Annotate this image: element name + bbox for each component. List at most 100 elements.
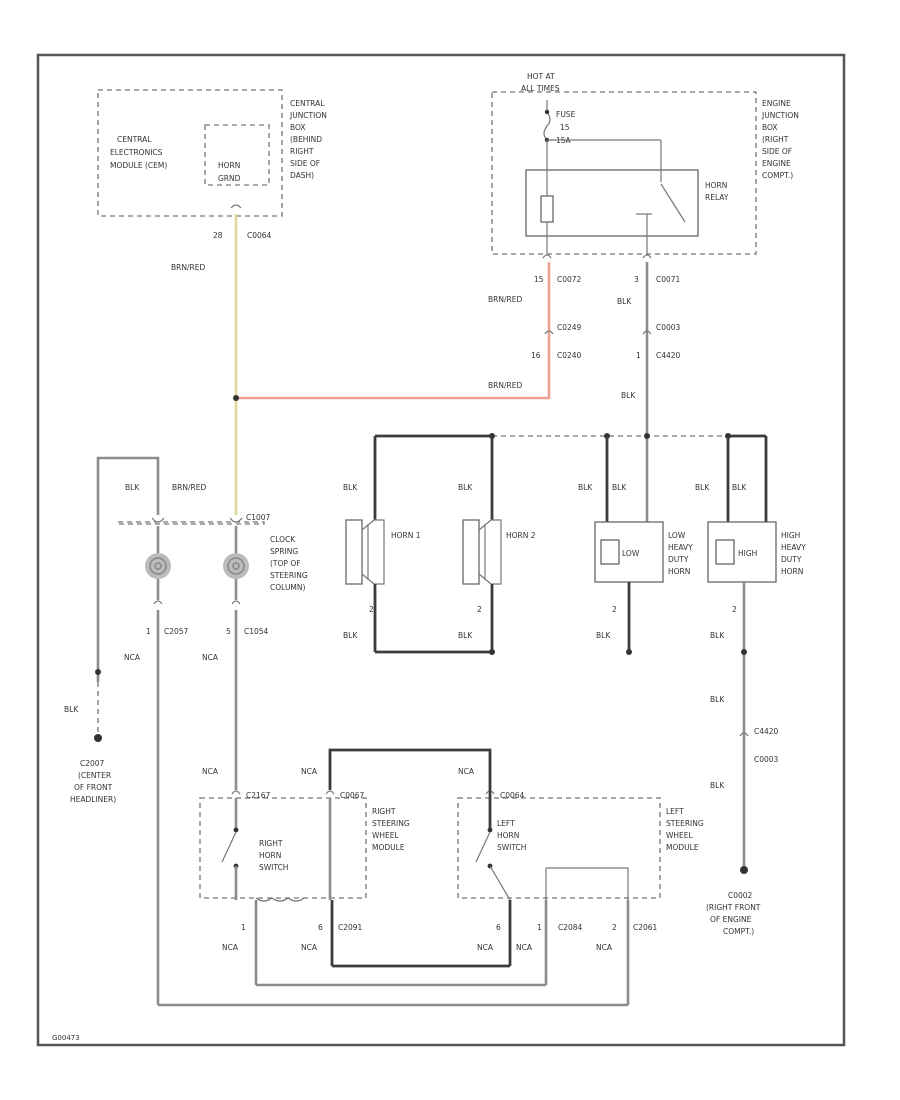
ground-c0002: C0002 (RIGHT FRONT OF ENGINE COMPT.) <box>706 891 761 936</box>
svg-text:3: 3 <box>634 275 639 284</box>
svg-text:OF FRONT: OF FRONT <box>74 783 113 792</box>
ground-c2007: C2007 (CENTER OF FRONT HEADLINER) <box>70 759 116 804</box>
svg-text:C0064: C0064 <box>500 791 525 800</box>
high-heavy-duty-horn: HIGH HIGH HEAVY DUTY HORN BLK BLK 2 BLK … <box>695 436 806 874</box>
svg-text:NCA: NCA <box>301 943 318 952</box>
svg-text:28: 28 <box>213 231 223 240</box>
svg-text:HORN 1: HORN 1 <box>391 531 421 540</box>
svg-text:SIDE OF: SIDE OF <box>290 159 320 168</box>
svg-text:C2091: C2091 <box>338 923 363 932</box>
svg-text:SWITCH: SWITCH <box>497 843 526 852</box>
svg-text:HEAVY: HEAVY <box>668 543 693 552</box>
svg-text:NCA: NCA <box>477 943 494 952</box>
svg-text:STEERING: STEERING <box>270 571 308 580</box>
svg-text:BLK: BLK <box>612 483 627 492</box>
svg-text:GRND: GRND <box>218 174 241 183</box>
central-junction-box-label: CENTRAL JUNCTION BOX (BEHIND RIGHT SIDE … <box>289 99 327 180</box>
wire-brn-red-relay <box>236 262 551 400</box>
connector-c0072: 15 C0072 <box>534 254 582 284</box>
svg-text:RIGHT: RIGHT <box>259 839 283 848</box>
svg-text:BLK: BLK <box>710 695 725 704</box>
svg-text:HORN: HORN <box>705 181 727 190</box>
svg-text:HORN: HORN <box>668 567 690 576</box>
svg-text:BLK: BLK <box>125 483 140 492</box>
svg-text:HORN: HORN <box>218 161 240 170</box>
connector-c0071: 3 C0071 <box>634 254 681 284</box>
svg-text:1: 1 <box>636 351 641 360</box>
svg-text:15: 15 <box>560 123 570 132</box>
svg-text:HOT AT: HOT AT <box>527 72 555 81</box>
svg-text:HEADLINER): HEADLINER) <box>70 795 116 804</box>
svg-text:16: 16 <box>531 351 541 360</box>
svg-text:ENGINE: ENGINE <box>762 99 791 108</box>
svg-text:BRN/RED: BRN/RED <box>488 381 522 390</box>
svg-text:ELECTRONICS: ELECTRONICS <box>110 148 163 157</box>
svg-text:BLK: BLK <box>732 483 747 492</box>
svg-text:C4420: C4420 <box>656 351 681 360</box>
left-steering-wheel-module: C0064 LEFT HORN SWITCH LEFT STEERING WHE… <box>457 790 704 952</box>
svg-text:(RIGHT FRONT: (RIGHT FRONT <box>706 903 761 912</box>
svg-text:FUSE: FUSE <box>556 110 576 119</box>
svg-text:DUTY: DUTY <box>781 555 802 564</box>
svg-text:COMPT.): COMPT.) <box>762 171 793 180</box>
svg-text:SIDE OF: SIDE OF <box>762 147 792 156</box>
svg-text:DUTY: DUTY <box>668 555 689 564</box>
svg-text:WHEEL: WHEEL <box>372 831 400 840</box>
svg-text:C0003: C0003 <box>656 323 681 332</box>
horn-1: HORN 1 BLK 2 BLK <box>343 436 421 652</box>
diagram-code: G00473 <box>52 1034 80 1042</box>
svg-text:STEERING: STEERING <box>372 819 410 828</box>
svg-text:STEERING: STEERING <box>666 819 704 828</box>
svg-text:BLK: BLK <box>343 631 358 640</box>
svg-text:CENTRAL: CENTRAL <box>117 135 152 144</box>
svg-text:HIGH: HIGH <box>738 549 757 558</box>
svg-text:LEFT: LEFT <box>666 807 684 816</box>
svg-text:CLOCK: CLOCK <box>270 535 296 544</box>
clock-spring: BLK BLK BRN/RED C1007 CLOCK SPRING (TOP … <box>64 456 308 742</box>
svg-text:HORN 2: HORN 2 <box>506 531 536 540</box>
svg-text:BLK: BLK <box>343 483 358 492</box>
svg-text:2: 2 <box>369 605 374 614</box>
engine-junction-box: HOT AT ALL TIMES FUSE 15 15A HORN RELAY <box>491 72 757 255</box>
svg-text:HIGH: HIGH <box>781 531 800 540</box>
svg-text:COLUMN): COLUMN) <box>270 583 306 592</box>
low-heavy-duty-horn: LOW LOW HEAVY DUTY HORN BLK BLK 2 BLK <box>578 436 693 655</box>
svg-text:(CENTER: (CENTER <box>78 771 111 780</box>
svg-text:SWITCH: SWITCH <box>259 863 288 872</box>
svg-text:BLK: BLK <box>710 631 725 640</box>
svg-text:BRN/RED: BRN/RED <box>172 483 206 492</box>
svg-text:BLK: BLK <box>695 483 710 492</box>
svg-text:1: 1 <box>241 923 246 932</box>
svg-text:NCA: NCA <box>458 767 475 776</box>
svg-text:BOX: BOX <box>290 123 306 132</box>
svg-text:NCA: NCA <box>596 943 613 952</box>
diagram-frame <box>36 53 846 1047</box>
svg-text:SPRING: SPRING <box>270 547 298 556</box>
svg-text:2: 2 <box>612 605 617 614</box>
svg-text:2: 2 <box>477 605 482 614</box>
svg-text:COMPT.): COMPT.) <box>723 927 754 936</box>
svg-text:1: 1 <box>146 627 151 636</box>
svg-text:(BEHIND: (BEHIND <box>290 135 322 144</box>
svg-text:WHEEL: WHEEL <box>666 831 694 840</box>
svg-text:BLK: BLK <box>64 705 79 714</box>
svg-text:LOW: LOW <box>622 549 640 558</box>
svg-text:RIGHT: RIGHT <box>372 807 396 816</box>
svg-text:(TOP OF: (TOP OF <box>270 559 301 568</box>
right-steering-wheel-module: C2167 C0067 NCA NCA RIGHT HORN SWITCH RI… <box>199 748 492 952</box>
svg-text:HEAVY: HEAVY <box>781 543 806 552</box>
svg-text:C2084: C2084 <box>558 923 583 932</box>
svg-text:NCA: NCA <box>301 767 318 776</box>
engine-junction-box-label: ENGINE JUNCTION BOX (RIGHT SIDE OF ENGIN… <box>761 99 799 180</box>
svg-text:RIGHT: RIGHT <box>290 147 314 156</box>
svg-text:C0249: C0249 <box>557 323 582 332</box>
svg-text:C1054: C1054 <box>244 627 269 636</box>
svg-text:MODULE (CEM): MODULE (CEM) <box>110 161 167 170</box>
svg-text:MODULE: MODULE <box>666 843 699 852</box>
svg-text:6: 6 <box>318 923 323 932</box>
connector-c0064-cem: 28 C0064 <box>213 204 272 240</box>
svg-text:BRN/RED: BRN/RED <box>488 295 522 304</box>
svg-text:(RIGHT: (RIGHT <box>762 135 789 144</box>
svg-text:BRN/RED: BRN/RED <box>171 263 205 272</box>
